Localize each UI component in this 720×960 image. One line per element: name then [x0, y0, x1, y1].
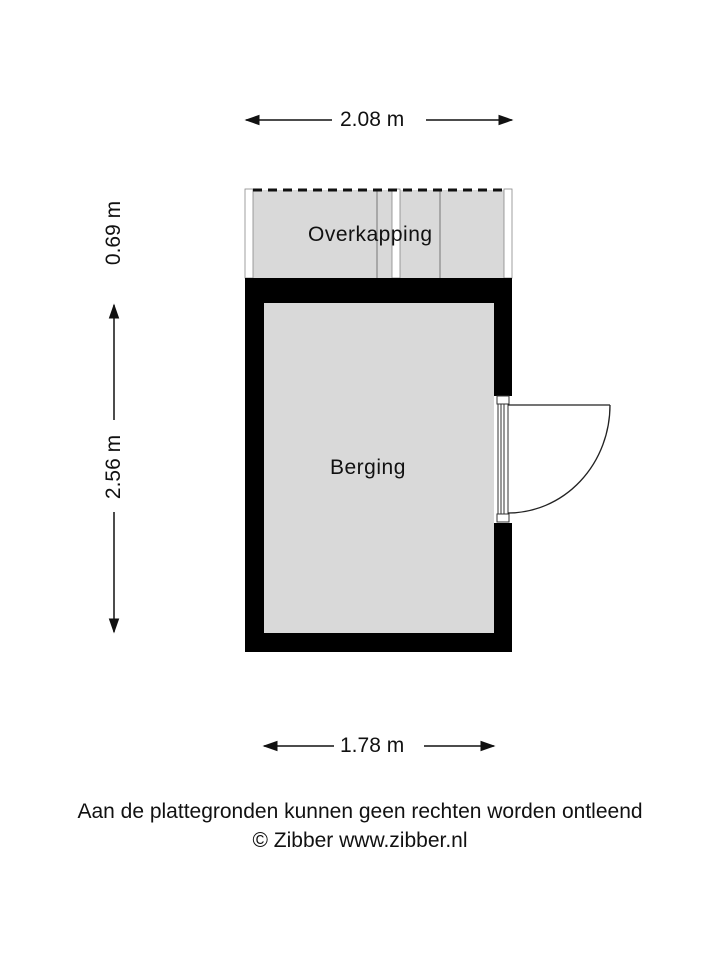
door — [496, 395, 611, 523]
room-overkapping-shape — [244, 188, 513, 279]
room-label-berging: Berging — [330, 456, 406, 479]
room-label-overkapping: Overkapping — [308, 223, 433, 246]
dimension-bottom-label: 1.78 m — [334, 734, 411, 758]
dimension-left-lower-label: 2.56 m — [102, 428, 126, 506]
dimension-top-label: 2.08 m — [334, 108, 411, 132]
dimension-left-upper-label: 0.69 m — [102, 194, 126, 272]
copyright-text: © Zibber www.zibber.nl — [252, 829, 468, 852]
disclaimer-text: Aan de plattegronden kunnen geen rechten… — [77, 800, 643, 823]
room-berging-shape — [245, 278, 512, 652]
